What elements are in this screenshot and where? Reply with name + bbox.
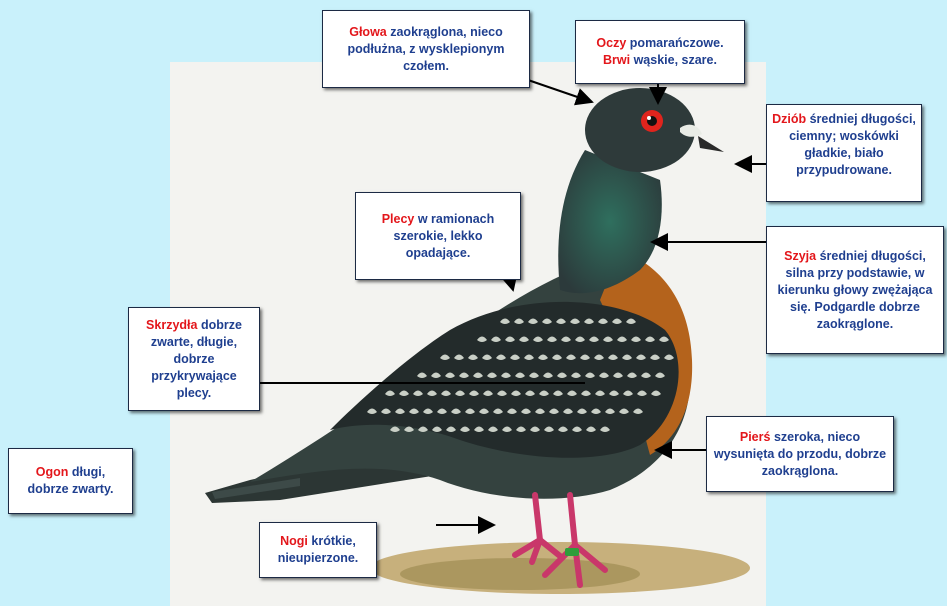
label-eyes-key: Oczy — [596, 36, 626, 50]
label-beak-key: Dziób — [772, 112, 806, 126]
label-beak-text: średniej długości, ciemny; woskówki gład… — [789, 112, 916, 177]
label-breast-key: Pierś — [740, 430, 771, 444]
label-back: Plecy w ramionach szerokie, lekko opadaj… — [355, 192, 521, 280]
label-eyes-text: pomarańczowe. — [630, 36, 724, 50]
label-back-key: Plecy — [382, 212, 415, 226]
pigeon-head — [585, 88, 695, 172]
leg-ring — [565, 548, 579, 556]
label-breast: Pierś szeroka, nieco wysunięta do przodu… — [706, 416, 894, 492]
label-beak: Dziób średniej długości, ciemny; woskówk… — [766, 104, 922, 202]
label-tail-key: Ogon — [36, 465, 69, 479]
label-legs-key: Nogi — [280, 534, 308, 548]
pigeon-beak — [698, 136, 724, 152]
label-head: Głowa zaokrąglona, nieco podłużna, z wys… — [322, 10, 530, 88]
label-head-key: Głowa — [349, 25, 387, 39]
label-tail: Ogon długi, dobrze zwarty. — [8, 448, 133, 514]
label-neck-key: Szyja — [784, 249, 816, 263]
label-brows-text: wąskie, szare. — [634, 53, 717, 67]
label-legs: Nogi krótkie, nieupierzone. — [259, 522, 377, 578]
label-neck: Szyja średniej długości, silna przy pods… — [766, 226, 944, 354]
label-brows-key: Brwi — [603, 53, 630, 67]
label-wings-key: Skrzydła — [146, 318, 197, 332]
label-eyes: Oczy pomarańczowe. Brwi wąskie, szare. — [575, 20, 745, 84]
label-wings: Skrzydła dobrze zwarte, długie, dobrze p… — [128, 307, 260, 411]
